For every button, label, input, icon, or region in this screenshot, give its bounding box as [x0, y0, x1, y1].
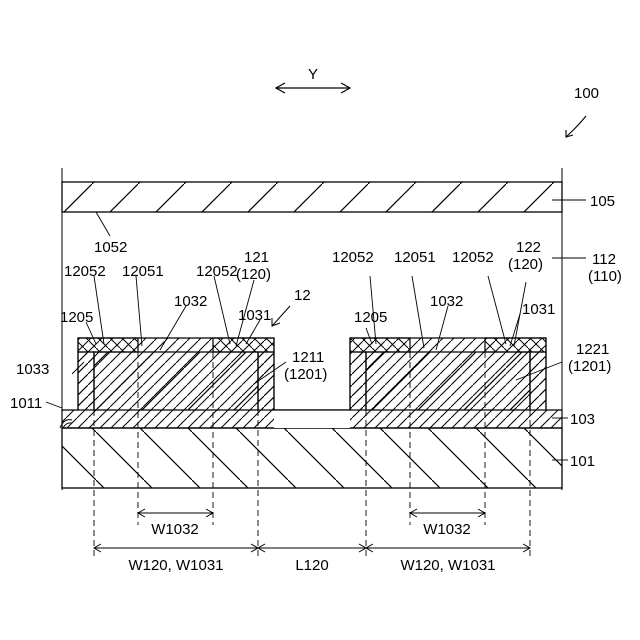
label-right-strip-parent: (120) — [508, 256, 543, 273]
channel-clear — [274, 410, 350, 428]
dim-right-inner-width: W1032 — [423, 521, 471, 538]
label-left-right-wall: 12052 — [196, 263, 238, 280]
dim-left-outer-width: W120, W1031 — [128, 557, 223, 574]
device-leader-arrow — [566, 116, 586, 137]
label-left-cap: 1205 — [60, 309, 93, 326]
right-cap-1205 — [350, 338, 410, 352]
label-top-layer: 105 — [590, 193, 615, 210]
label-fill-layer: 112 — [592, 251, 616, 268]
label-substrate-recess: 1011 — [10, 395, 42, 412]
label-left-body: 1211 — [292, 349, 324, 366]
label-left-strip-parent: (120) — [236, 266, 271, 283]
left-cap-1031 — [213, 338, 274, 352]
dim-left-inner-width: W1032 — [151, 521, 199, 538]
label-right-gap: 1032 — [430, 293, 463, 310]
label-left-body-parent: (1201) — [284, 366, 327, 383]
label-right-cap-top: 1031 — [522, 301, 555, 318]
right-fin-body — [366, 352, 530, 410]
label-fill-layer-parent: (110) — [588, 268, 622, 285]
direction-arrow — [276, 83, 350, 93]
substrate — [62, 428, 562, 488]
label-liner-corner: 1033 — [16, 361, 49, 378]
left-wall-inner — [258, 352, 274, 410]
label-right-body-parent: (1201) — [568, 358, 611, 375]
label-left-cap-top: 1031 — [238, 307, 271, 324]
label-right-body: 1221 — [576, 341, 609, 358]
label-left-group: 12 — [294, 287, 311, 304]
right-wall-outer — [350, 352, 366, 410]
direction-label: Y — [308, 66, 318, 83]
left-wall-outer — [78, 352, 94, 410]
top-layer — [62, 182, 562, 212]
label-left-strip: 121 — [244, 249, 269, 266]
label-substrate: 101 — [570, 453, 595, 470]
label-left-gap: 1032 — [174, 293, 207, 310]
label-right-right-wall: 12052 — [452, 249, 494, 266]
label-conformal-layer: 103 — [570, 411, 595, 428]
left-cap-1205 — [78, 338, 138, 352]
label-right-outer-wall: 12052 — [332, 249, 374, 266]
device-number: 100 — [574, 85, 599, 102]
label-top-layer-inner: 1052 — [94, 239, 127, 256]
label-right-cap: 1205 — [354, 309, 387, 326]
left-group-arrow — [272, 306, 290, 326]
label-right-inner-face: 12051 — [394, 249, 436, 266]
right-wall-inner — [530, 352, 546, 410]
label-left-inner-face: 12051 — [122, 263, 164, 280]
label-left-outer-wall: 12052 — [64, 263, 106, 280]
label-right-strip: 122 — [516, 239, 541, 256]
dim-right-outer-width: W120, W1031 — [400, 557, 495, 574]
left-fin-body — [94, 352, 258, 410]
dim-spacing: L120 — [295, 557, 328, 574]
